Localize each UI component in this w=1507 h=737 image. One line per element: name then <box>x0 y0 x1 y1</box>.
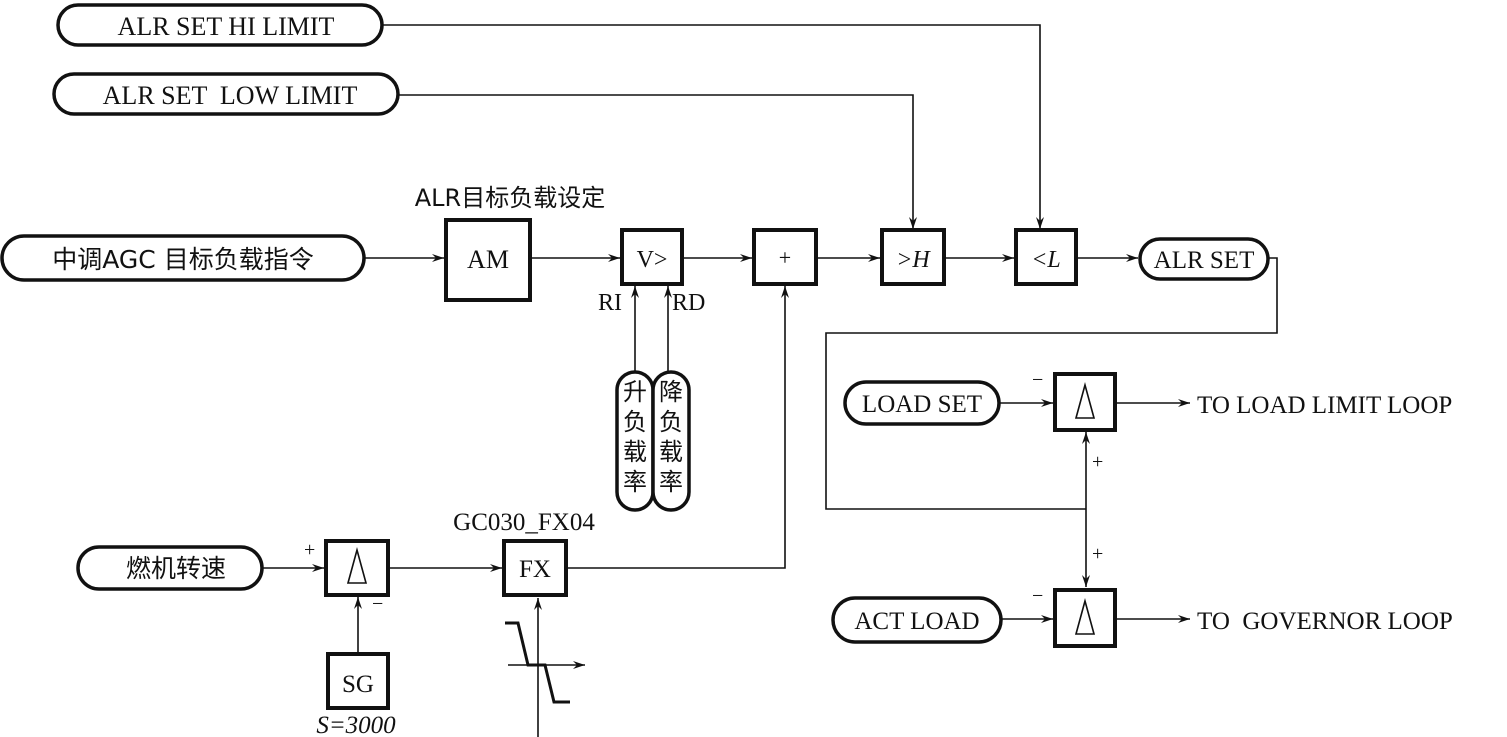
delta-icon <box>1074 597 1096 635</box>
ri-label: RI <box>598 290 622 316</box>
hi-limit-line <box>382 24 1044 229</box>
sum-block: + <box>752 228 818 286</box>
speed-plus-sign: + <box>304 539 315 561</box>
fx-characteristic-icon <box>505 598 585 737</box>
alr-set-output: ALR SET <box>1138 237 1270 281</box>
sg-caption: S=3000 <box>316 712 396 737</box>
high-limit-label: >H <box>896 247 931 273</box>
rate-up-char: 升 <box>623 378 647 406</box>
low-limit-label: <L <box>1031 247 1061 273</box>
fx-caption: GC030_FX04 <box>453 509 595 536</box>
sg-label: SG <box>342 671 374 698</box>
speed-delta-block <box>324 539 390 597</box>
rate-up-char: 负 <box>623 408 647 436</box>
agc-target-input: 中调AGC 目标负载指令 <box>0 234 366 282</box>
rate-limiter-label: V> <box>637 247 668 273</box>
sum-label: + <box>779 245 791 270</box>
low-limit-block: <L <box>1014 228 1078 286</box>
alr-set-hi-limit-input: ALR SET HI LIMIT <box>56 3 384 47</box>
load-set-minus-sign: − <box>1032 369 1043 391</box>
act-load-input: ACT LOAD <box>831 596 1003 644</box>
rd-label: RD <box>672 290 705 316</box>
alr-set-label: ALR SET <box>1154 247 1255 274</box>
high-limit-block: >H <box>880 228 946 286</box>
am-block: AM <box>444 218 532 302</box>
delta-icon <box>346 546 368 584</box>
governor-delta-block <box>1053 588 1117 648</box>
rate-up-input: 升 负 载 率 <box>615 370 655 512</box>
alr-set-low-limit-label: ALR SET LOW LIMIT <box>103 81 358 110</box>
to-governor-label: TO GOVERNOR LOOP <box>1197 608 1453 635</box>
turbine-speed-label: 燃机转速 <box>126 554 226 583</box>
alr-set-low-limit-input: ALR SET LOW LIMIT <box>52 72 400 116</box>
am-label: AM <box>467 245 509 274</box>
load-limit-delta-block <box>1053 372 1117 432</box>
governor-plus-sign: + <box>1092 543 1103 565</box>
load-set-input: LOAD SET <box>843 380 1001 426</box>
fx-block: FX <box>502 539 568 597</box>
act-load-label: ACT LOAD <box>854 608 979 635</box>
sg-block: SG <box>326 652 390 710</box>
rate-limiter-block: V> <box>620 228 684 286</box>
rate-down-char: 负 <box>659 408 683 436</box>
low-limit-line <box>398 94 917 229</box>
agc-target-label: 中调AGC 目标负载指令 <box>52 245 313 274</box>
act-load-minus-sign: − <box>1032 585 1043 607</box>
rate-down-char: 载 <box>659 438 683 466</box>
alr-set-hi-limit-label: ALR SET HI LIMIT <box>118 12 335 41</box>
rate-down-char: 降 <box>659 378 683 406</box>
fx-to-sum-line <box>566 286 789 569</box>
load-limit-plus-sign: + <box>1092 451 1103 473</box>
load-set-label: LOAD SET <box>862 391 982 418</box>
delta-icon <box>1074 381 1096 419</box>
fx-label: FX <box>519 556 551 583</box>
sg-minus-sign: − <box>372 593 383 615</box>
turbine-speed-input: 燃机转速 <box>76 545 264 591</box>
rate-down-char: 率 <box>659 468 683 496</box>
rate-down-input: 降 负 载 率 <box>651 370 691 512</box>
am-caption: ALR目标负载设定 <box>415 184 605 212</box>
to-load-limit-label: TO LOAD LIMIT LOOP <box>1197 392 1452 419</box>
rate-up-char: 率 <box>623 468 647 496</box>
alr-set-feedback-line <box>825 257 1278 510</box>
rate-up-char: 载 <box>623 438 647 466</box>
